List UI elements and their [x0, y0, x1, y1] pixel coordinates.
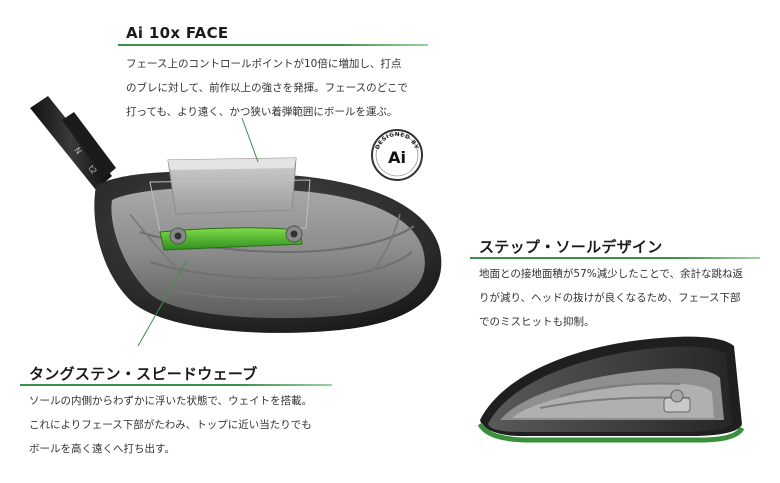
- sole-text-line-1: 地面との接地面積が57%減少したことで、余計な跳ね返: [479, 268, 743, 280]
- wave-section-rule: [20, 384, 332, 386]
- sole-text-line-2: りが減り、ヘッドの抜けが良くなるため、フェース下部: [479, 292, 741, 304]
- badge-logo-text: Ai: [388, 148, 406, 167]
- face-panel-cutaway: [149, 157, 311, 233]
- club-shaft: [30, 96, 116, 190]
- face-text-line-3: 打っても、より遠く、かつ狭い着弾範囲にボールを運ぶ。: [126, 106, 398, 118]
- tungsten-speed-wave-weight: [159, 225, 303, 251]
- face-section-title: Ai 10x FACE: [126, 24, 229, 42]
- face-callout-line: [241, 117, 259, 163]
- step-sole-cross-section: [477, 336, 745, 443]
- face-text-line-2: のブレに対して、前作以上の強さを発揮。フェースのどこで: [126, 82, 408, 94]
- face-section-rule: [118, 44, 428, 46]
- svg-text:N: N: [72, 146, 83, 156]
- face-text-line-1: フェース上のコントロールポイントが10倍に増加し、打点: [126, 58, 402, 70]
- sole-section-text: 地面との接地面積が57%減少したことで、余計な跳ね返 りが減り、ヘッドの抜けが良…: [479, 262, 743, 334]
- wave-section-text: ソールの内側からわずかに浮いた状態で、ウェイトを搭載。 これによりフェース下部が…: [29, 389, 312, 461]
- wave-section-title: タングステン・スピードウェーブ: [29, 365, 258, 383]
- sole-section-title: ステップ・ソールデザイン: [479, 238, 663, 256]
- wave-text-line-2: これによりフェース下部がたわみ、トップに近い当たりでも: [29, 419, 312, 431]
- sole-section-rule: [470, 257, 760, 259]
- designed-by-ai-badge: DESIGNED BY Ai: [371, 129, 423, 181]
- wave-callout-line: [137, 259, 188, 347]
- sole-text-line-3: でのミスヒットも抑制。: [479, 316, 595, 328]
- face-section-text: フェース上のコントロールポイントが10倍に増加し、打点 のブレに対して、前作以上…: [126, 52, 408, 124]
- wave-text-line-1: ソールの内側からわずかに浮いた状態で、ウェイトを搭載。: [29, 395, 313, 407]
- wave-text-line-3: ボールを高く遠くへ打ち出す。: [29, 443, 175, 455]
